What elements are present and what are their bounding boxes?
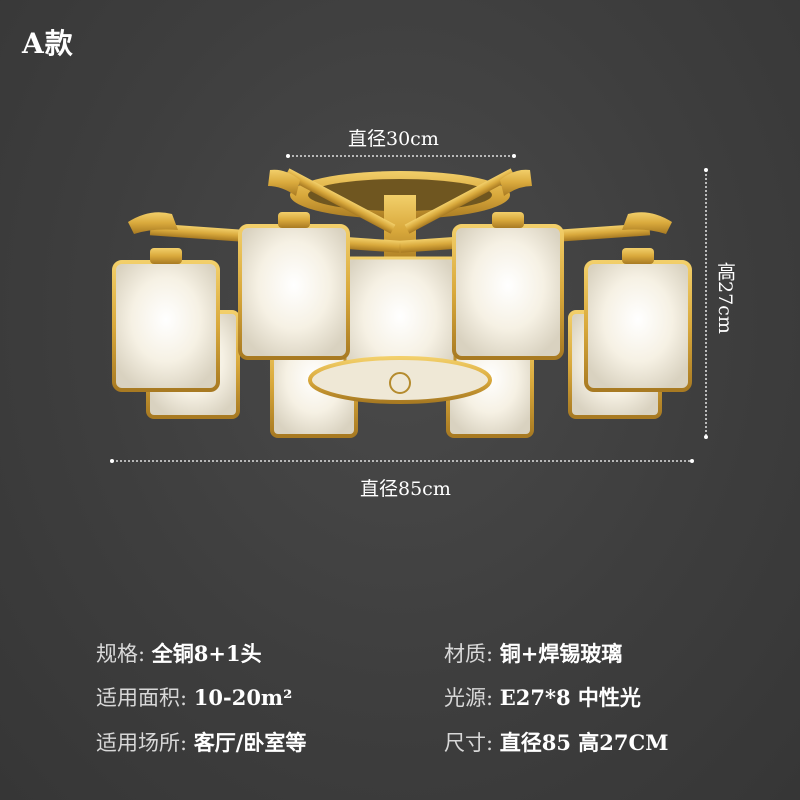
spec-key: 规格: (96, 642, 146, 666)
spec-value: 10-20m² (193, 685, 293, 710)
top-diameter-label: 直径30cm (348, 128, 439, 150)
spec-value: 铜+焊锡玻璃 (499, 641, 623, 666)
spec-item: 材质: 铜+焊锡玻璃 (444, 638, 622, 668)
spec-item: 尺寸: 直径85 高27CM (444, 727, 668, 757)
spec-table: 规格: 全铜8+1头 材质: 铜+焊锡玻璃 适用面积: 10-20m² 光源: … (0, 630, 800, 770)
dimension-lines (112, 155, 707, 462)
lamp-shades-front (112, 224, 692, 392)
bottom-diameter-label: 直径85cm (360, 478, 451, 500)
variant-label: A款 (22, 27, 74, 60)
spec-value: 客厅/卧室等 (193, 730, 307, 755)
spec-key: 适用面积: (96, 686, 188, 710)
spec-item: 适用面积: 10-20m² (96, 682, 292, 712)
spec-key: 适用场所: (96, 731, 188, 755)
spec-value: E27*8 中性光 (499, 685, 641, 710)
height-label: 高27cm (714, 262, 736, 334)
spec-item: 适用场所: 客厅/卧室等 (96, 727, 306, 757)
spec-value: 直径85 高27CM (499, 730, 669, 755)
spec-value: 全铜8+1头 (151, 641, 262, 666)
spec-key: 光源: (444, 686, 494, 710)
spec-key: 材质: (444, 642, 494, 666)
spec-item: 光源: E27*8 中性光 (444, 682, 641, 712)
spec-key: 尺寸: (444, 731, 494, 755)
spec-item: 规格: 全铜8+1头 (96, 638, 262, 668)
